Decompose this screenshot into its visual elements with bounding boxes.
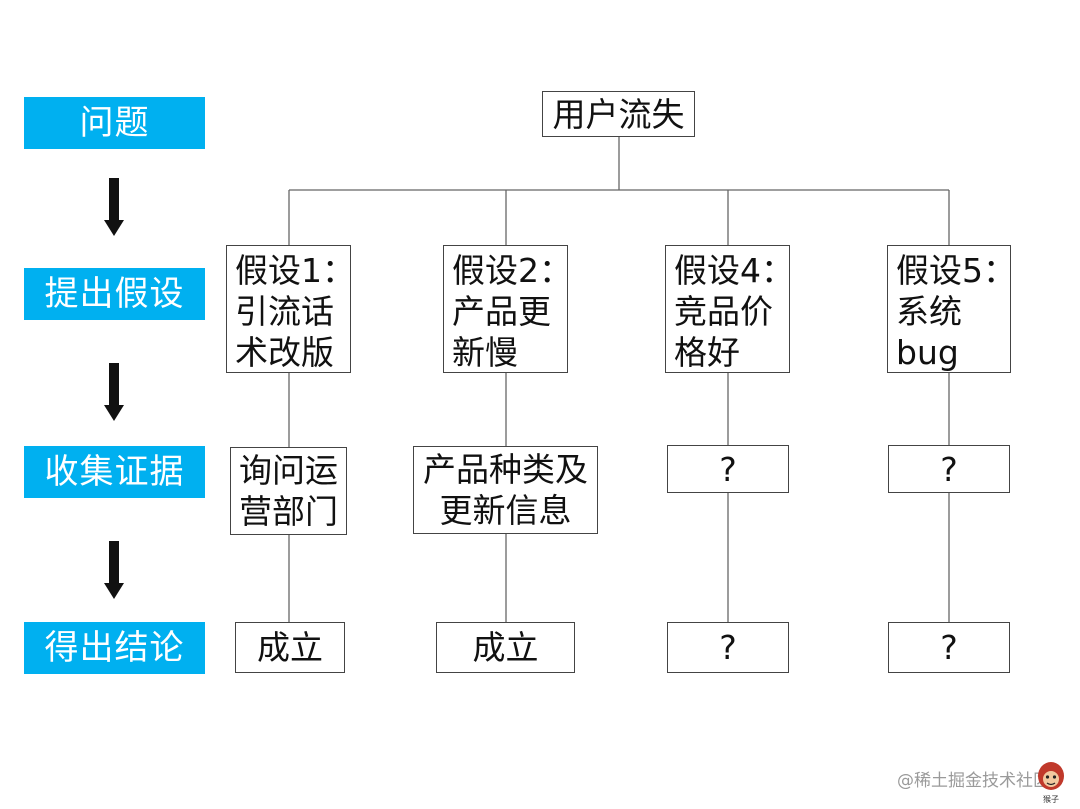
hypothesis-text: 新慢	[452, 333, 518, 372]
hypothesis-box-4: 假设4： 竞品价 格好	[665, 245, 794, 373]
hypothesis-title: 假设5：	[896, 251, 1016, 290]
hypothesis-title: 假设4：	[674, 251, 794, 290]
hypothesis-box-1: 假设1： 引流话 术改版	[226, 245, 355, 373]
watermark: @稀土掘金技术社区	[897, 771, 1050, 791]
hypothesis-text: 格好	[674, 333, 740, 372]
hypothesis-text: 产品更	[452, 292, 551, 331]
hypothesis-box-2: 假设2： 产品更 新慢	[443, 245, 572, 373]
step-conclusion: 得出结论	[24, 622, 205, 674]
conclusion-text: 成立	[257, 628, 323, 667]
down-arrow-icon	[104, 178, 124, 236]
hypothesis-text: 系统	[896, 292, 962, 331]
evidence-text: 营部门	[239, 492, 338, 531]
root-node: 用户流失	[542, 91, 695, 137]
evidence-box-1: 询问运 营部门	[230, 447, 347, 535]
evidence-text: 更新信息	[439, 491, 572, 530]
monkey-avatar-icon: 猴子	[1038, 762, 1064, 804]
evidence-text: 询问运	[239, 451, 338, 490]
hypothesis-text: 术改版	[235, 333, 334, 372]
evidence-text: 产品种类及	[423, 450, 588, 489]
conclusion-box-4: ?	[667, 622, 789, 673]
hypothesis-text: 竞品价	[674, 292, 773, 331]
hypothesis-title: 假设1：	[235, 251, 355, 290]
evidence-box-4: ?	[667, 445, 789, 493]
avatar-caption: 猴子	[1043, 795, 1059, 804]
conclusion-box-5: ?	[888, 622, 1010, 673]
evidence-box-2: 产品种类及 更新信息	[413, 446, 598, 534]
down-arrow-icon	[104, 363, 124, 421]
root-label: 用户流失	[552, 94, 685, 134]
evidence-text: ?	[940, 449, 958, 489]
hypothesis-text: 引流话	[235, 292, 334, 331]
hypothesis-text: bug	[896, 333, 959, 372]
hypothesis-box-5: 假设5： 系统 bug	[887, 245, 1016, 373]
conclusion-box-1: 成立	[235, 622, 345, 673]
down-arrow-icon	[104, 541, 124, 599]
evidence-box-5: ?	[888, 445, 1010, 493]
conclusion-box-2: 成立	[436, 622, 575, 673]
step-hypothesis: 提出假设	[24, 268, 205, 320]
hypothesis-title: 假设2：	[452, 251, 572, 290]
step-evidence: 收集证据	[24, 446, 205, 498]
conclusion-text: ?	[940, 628, 958, 667]
conclusion-text: ?	[719, 628, 737, 667]
step-question: 问题	[24, 97, 205, 149]
conclusion-text: 成立	[472, 628, 539, 667]
evidence-text: ?	[719, 449, 737, 489]
